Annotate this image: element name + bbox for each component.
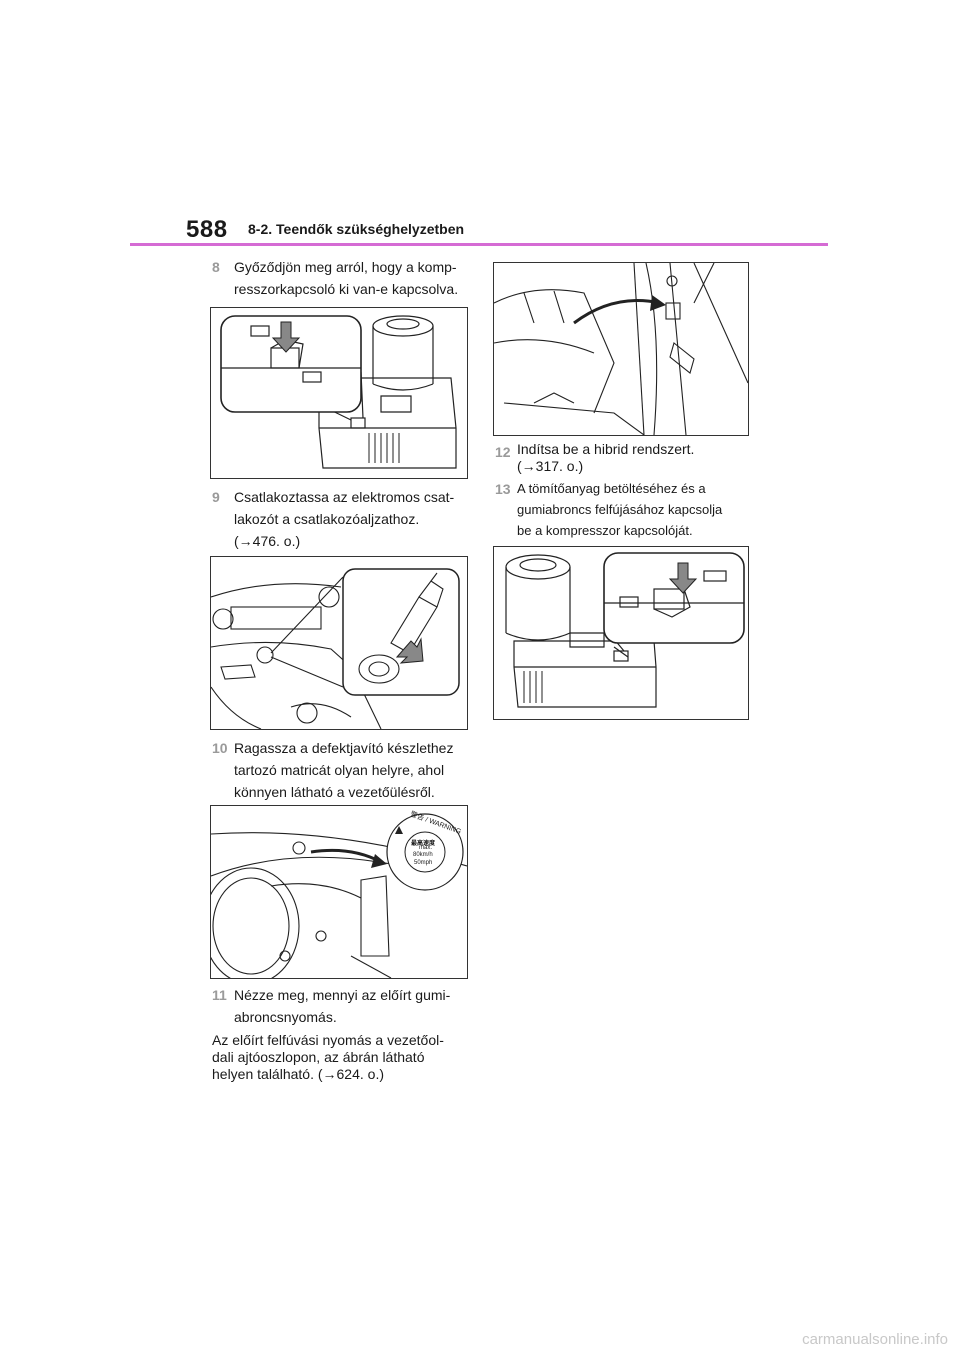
step-10: 10 Ragassza a defektjavító készlethez ta… — [212, 737, 472, 803]
step-number: 10 — [212, 740, 228, 756]
header-rule — [130, 243, 828, 246]
sticker-speed-label: 最高速度 — [411, 841, 436, 847]
sticker-mph: 50mph — [414, 860, 433, 866]
step-11: 11 Nézze meg, mennyi az előírt gumi- abr… — [212, 984, 472, 1028]
page-number: 588 — [186, 216, 228, 243]
power-plug-illustration — [211, 568, 460, 729]
step-text: Indítsa be a hibrid rendszert. (→317. o.… — [517, 441, 695, 474]
step-text: A tömítőanyag betöltéséhez és a gumiabro… — [517, 481, 723, 538]
section-title: 8-2. Teendők szükséghelyzetben — [248, 221, 465, 237]
warning-sticker-icon — [386, 813, 464, 891]
step-number: 9 — [212, 489, 220, 505]
sticker-kmh: 80km/h — [413, 852, 433, 858]
compressor-switch-illustration — [220, 315, 457, 469]
compressor-switch-on-illustration — [505, 552, 745, 708]
figure-warning-sticker: 警告 / WARNING 最高速度 max. 80km/h 50mph — [210, 805, 468, 979]
step-text: Ragassza a defektjavító készlethez tarto… — [234, 740, 454, 800]
step-number: 13 — [495, 481, 511, 497]
sticker-max: max. — [419, 845, 433, 851]
door-pillar-illustration — [494, 263, 748, 435]
step-8: 8 Győződjön meg arról, hogy a komp- ress… — [212, 256, 472, 300]
figure-compressor-switch-on — [493, 546, 749, 720]
figure-power-plug — [210, 556, 468, 730]
step-number: 12 — [495, 444, 511, 460]
step-13: 13 A tömítőanyag betöltéséhez és a gumia… — [495, 478, 755, 538]
figure-compressor-switch-off — [210, 307, 468, 479]
step-number: 11 — [212, 987, 227, 1003]
watermark: carmanualsonline.info — [802, 1331, 948, 1348]
step-9: 9 Csatlakoztassa az elektromos csat- lak… — [212, 486, 472, 552]
step-12: 12 Indítsa be a hibrid rendszert. (→317.… — [495, 441, 755, 481]
pressure-location-note: Az előírt felfúvási nyomás a vezetőol- d… — [212, 1032, 444, 1082]
step-number: 8 — [212, 259, 220, 275]
step-text: Csatlakoztassa az elektromos csat- lakoz… — [234, 489, 455, 549]
figure-door-pillar — [493, 262, 749, 436]
step-text: Győződjön meg arról, hogy a komp- resszo… — [234, 259, 459, 297]
step-text: Nézze meg, mennyi az előírt gumi- abronc… — [234, 987, 451, 1025]
